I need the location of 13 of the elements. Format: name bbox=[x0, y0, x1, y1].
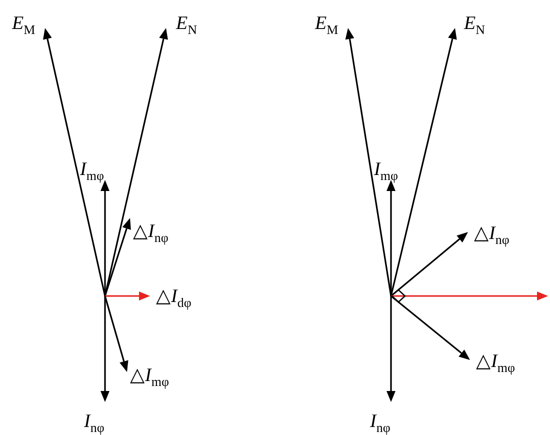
vector-label: △I$_{nφ}$ bbox=[474, 224, 510, 246]
vector-label: E$_{N}$ bbox=[176, 14, 197, 36]
vector-label: I$_{nφ}$ bbox=[370, 412, 390, 434]
vector-label: E$_{N}$ bbox=[464, 14, 485, 36]
vector-label: I$_{mφ}$ bbox=[374, 160, 398, 182]
vector-label: △I$_{dφ}$ bbox=[156, 287, 192, 309]
vector-label: △I$_{mφ}$ bbox=[130, 366, 169, 388]
vector-label: △I$_{mφ}$ bbox=[476, 352, 515, 374]
vector-label: E$_{M}$ bbox=[12, 14, 36, 36]
vector-label: I$_{nφ}$ bbox=[84, 412, 104, 434]
vector-label: E$_{M}$ bbox=[315, 14, 338, 36]
vector-label: I$_{mφ}$ bbox=[80, 160, 104, 182]
vector-label: △I$_{nφ}$ bbox=[133, 222, 168, 244]
